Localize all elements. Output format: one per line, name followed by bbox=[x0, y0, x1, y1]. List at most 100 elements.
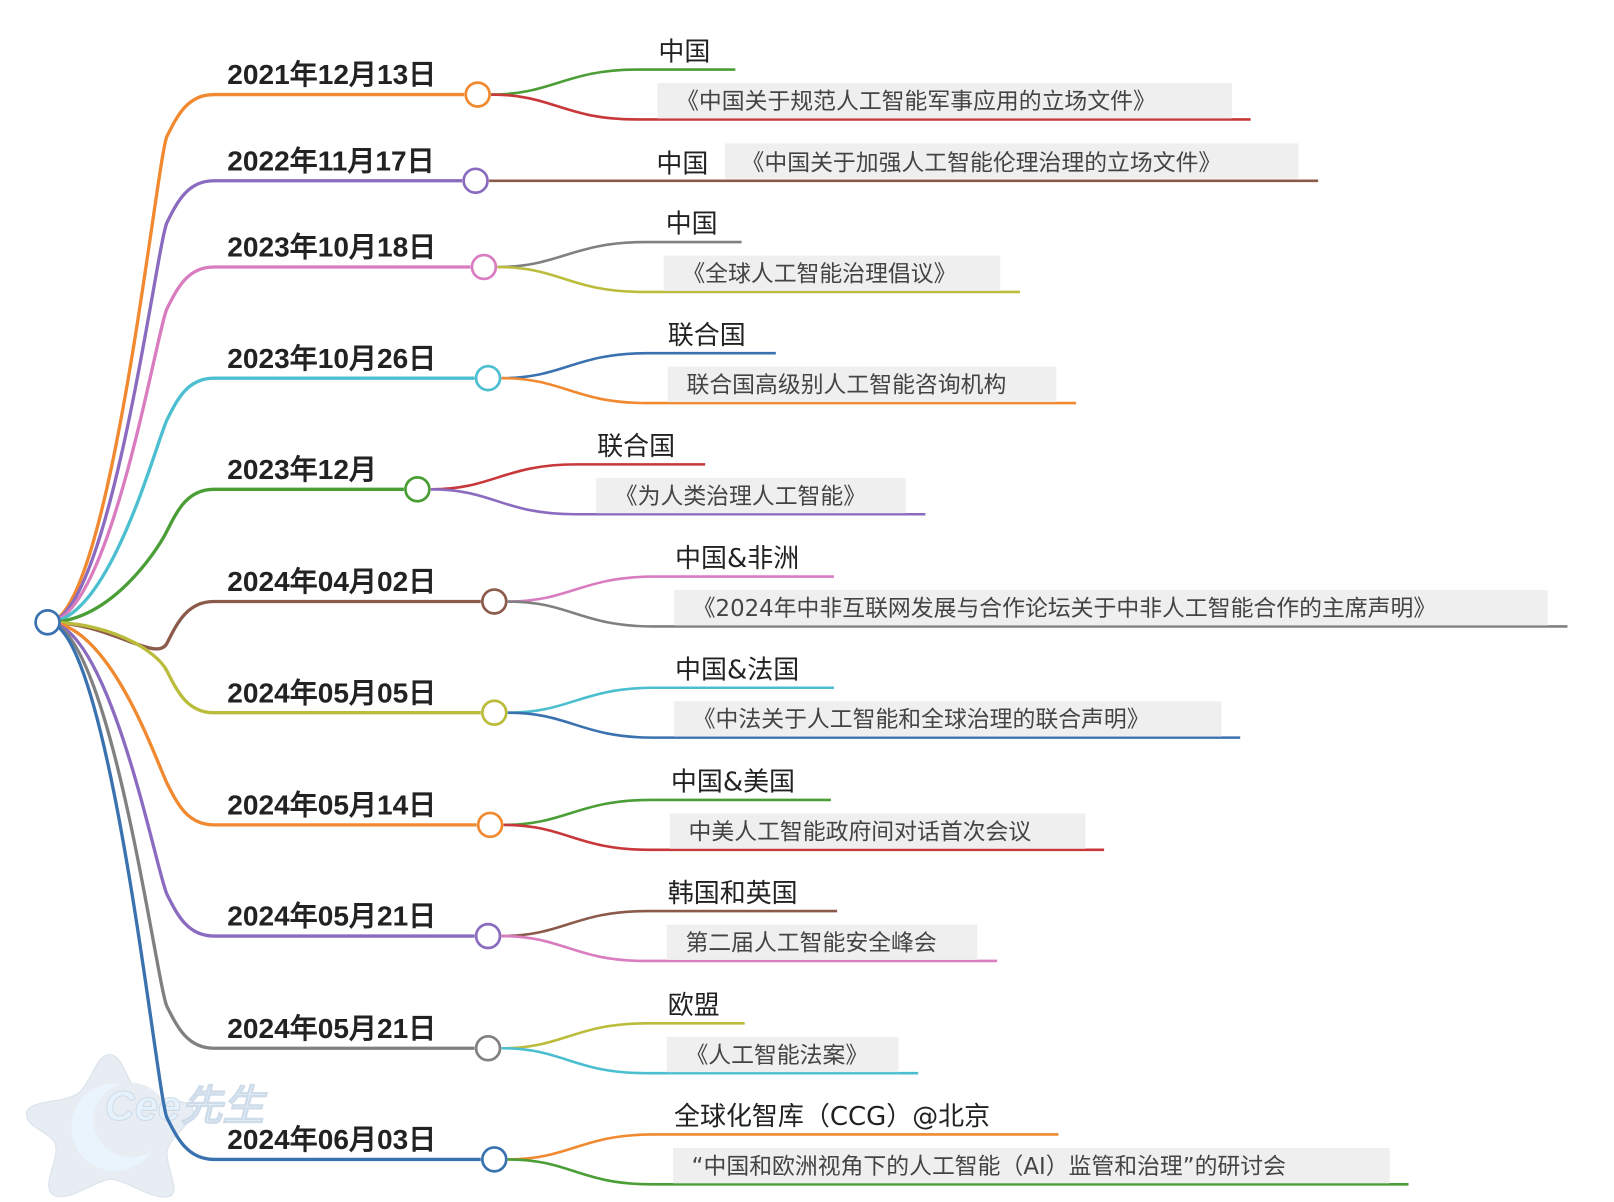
watermark-text: Cee先生 bbox=[105, 1082, 268, 1129]
child-document[interactable]: 联合国高级别人工智能咨询机构 bbox=[686, 373, 1006, 399]
child-connector bbox=[501, 376, 1077, 405]
child-box bbox=[669, 813, 1086, 849]
collapse-toggle-icon[interactable] bbox=[480, 699, 508, 726]
branch-connector bbox=[47, 620, 481, 715]
branch-node[interactable]: 2023年12月 联合国《为人类治理人工智能》 bbox=[47, 432, 926, 624]
collapse-toggle-icon[interactable] bbox=[474, 922, 502, 950]
branch-connector bbox=[47, 487, 404, 624]
child-connector bbox=[503, 798, 831, 827]
branch-connector bbox=[47, 599, 481, 651]
child-connector bbox=[503, 823, 1105, 852]
child-box bbox=[667, 366, 1057, 403]
child-document[interactable]: 第二届人工智能安全峰会 bbox=[685, 931, 936, 957]
collapse-toggle-icon[interactable] bbox=[474, 364, 502, 392]
child-box bbox=[663, 255, 1001, 291]
date-label[interactable]: 2024年05月05日 bbox=[227, 676, 436, 708]
branch-connector bbox=[47, 265, 471, 624]
date-label[interactable]: 2023年10月26日 bbox=[227, 342, 436, 374]
child-label[interactable]: 中国 bbox=[666, 210, 718, 240]
branch-connector bbox=[47, 620, 475, 1050]
child-label[interactable]: 中国&美国 bbox=[671, 768, 795, 798]
child-label[interactable]: 韩国和英国 bbox=[668, 879, 798, 909]
date-label[interactable]: 2024年05月14日 bbox=[227, 788, 436, 820]
child-box bbox=[666, 1036, 899, 1073]
watermark: Cee先生 bbox=[26, 1053, 268, 1198]
child-connector bbox=[507, 575, 835, 603]
date-label[interactable]: 2022年11月17日 bbox=[227, 144, 434, 176]
collapse-toggle-icon[interactable] bbox=[480, 1146, 508, 1173]
child-box bbox=[674, 590, 1548, 626]
collapse-toggle-icon[interactable] bbox=[480, 588, 508, 615]
collapse-toggle-icon[interactable] bbox=[474, 1034, 502, 1062]
child-connector bbox=[430, 488, 926, 516]
child-label[interactable]: 联合国 bbox=[597, 432, 675, 462]
root-node-icon[interactable] bbox=[34, 608, 61, 636]
date-label[interactable]: 2024年04月02日 bbox=[227, 565, 436, 597]
child-box bbox=[724, 143, 1299, 179]
child-connector bbox=[507, 686, 835, 714]
branch-connector bbox=[47, 620, 475, 938]
child-label[interactable]: 中国&非洲 bbox=[675, 544, 799, 574]
collapse-toggle-icon[interactable] bbox=[470, 253, 498, 281]
child-connector bbox=[501, 1022, 745, 1050]
collapse-toggle-icon[interactable] bbox=[476, 811, 504, 839]
child-document[interactable]: 中美人工智能政府间对话首次会议 bbox=[689, 819, 1032, 845]
child-box bbox=[672, 1147, 1390, 1184]
branch-node[interactable]: 2024年05月05日 中国&法国《中法关于人工智能和全球治理的联合声明》 bbox=[47, 620, 1241, 739]
child-label[interactable]: 欧盟 bbox=[668, 991, 720, 1021]
child-document[interactable]: “中国和欧洲视角下的人工智能（AI）监管和治理”的研讨会 bbox=[692, 1154, 1286, 1180]
child-document[interactable]: 《全球人工智能治理倡议》 bbox=[682, 262, 956, 288]
child-label[interactable]: 全球化智库（CCG）@北京 bbox=[674, 1102, 990, 1132]
child-connector bbox=[497, 240, 742, 269]
child-connector bbox=[497, 265, 1020, 294]
child-document[interactable]: 《为人类治理人工智能》 bbox=[615, 484, 866, 510]
child-connector bbox=[501, 934, 998, 963]
child-label[interactable]: 联合国 bbox=[668, 321, 746, 351]
child-connector bbox=[501, 351, 776, 380]
child-document[interactable]: 《中国关于规范人工智能军事应用的立场文件》 bbox=[676, 89, 1156, 115]
child-document[interactable]: 《人工智能法案》 bbox=[685, 1043, 868, 1069]
child-box bbox=[666, 924, 978, 960]
collapse-toggle-icon[interactable] bbox=[462, 167, 489, 195]
date-label[interactable]: 2023年10月18日 bbox=[227, 231, 436, 263]
branch-connector bbox=[47, 92, 465, 624]
branch-connector bbox=[47, 620, 477, 827]
child-document[interactable]: 《中国关于加强人工智能伦理治理的立场文件》 bbox=[742, 150, 1222, 176]
child-label[interactable]: 中国 bbox=[656, 149, 708, 179]
child-connector bbox=[501, 909, 838, 938]
child-connector bbox=[507, 1158, 1409, 1186]
date-label[interactable]: 2023年12月 bbox=[227, 453, 377, 485]
collapse-toggle-icon[interactable] bbox=[464, 81, 491, 108]
child-box bbox=[657, 83, 1232, 119]
branch-node[interactable]: 2023年10月18日 中国《全球人工智能治理倡议》 bbox=[47, 210, 1020, 624]
child-connector bbox=[507, 711, 1241, 739]
child-connector bbox=[491, 93, 1251, 121]
child-connector bbox=[501, 1046, 919, 1075]
child-connector bbox=[507, 1133, 1059, 1161]
child-document[interactable]: 《2024年中非互联网发展与合作论坛关于中非人工智能合作的主席声明》 bbox=[693, 596, 1436, 622]
child-connector bbox=[491, 68, 736, 96]
date-label[interactable]: 2024年05月21日 bbox=[227, 900, 436, 932]
branch-connector bbox=[47, 376, 475, 624]
branch-node[interactable]: 2024年06月03日 全球化智库（CCG）@北京 “中国和欧洲视角下的人工智能（A… bbox=[47, 620, 1409, 1186]
branch-node[interactable]: 2022年11月17日中国《中国关于加强人工智能伦理治理的立场文件》 bbox=[47, 143, 1319, 624]
date-label[interactable]: 2024年05月21日 bbox=[227, 1012, 436, 1044]
date-label[interactable]: 2024年06月03日 bbox=[227, 1123, 436, 1155]
child-label[interactable]: 中国&法国 bbox=[675, 655, 799, 685]
branch-connector bbox=[47, 620, 481, 1162]
child-document[interactable]: 《中法关于人工智能和全球治理的联合声明》 bbox=[693, 707, 1150, 733]
child-connector bbox=[507, 600, 1568, 628]
child-connector bbox=[430, 463, 706, 491]
child-label[interactable]: 中国 bbox=[658, 37, 710, 67]
collapse-toggle-icon[interactable] bbox=[404, 476, 431, 503]
branch-node[interactable]: 2024年04月02日 中国&非洲《2024年中非互联网发展与合作论坛关于中非人工… bbox=[47, 544, 1568, 651]
child-box bbox=[674, 701, 1222, 737]
branch-connector bbox=[47, 179, 463, 624]
date-label[interactable]: 2021年12月13日 bbox=[227, 58, 436, 90]
